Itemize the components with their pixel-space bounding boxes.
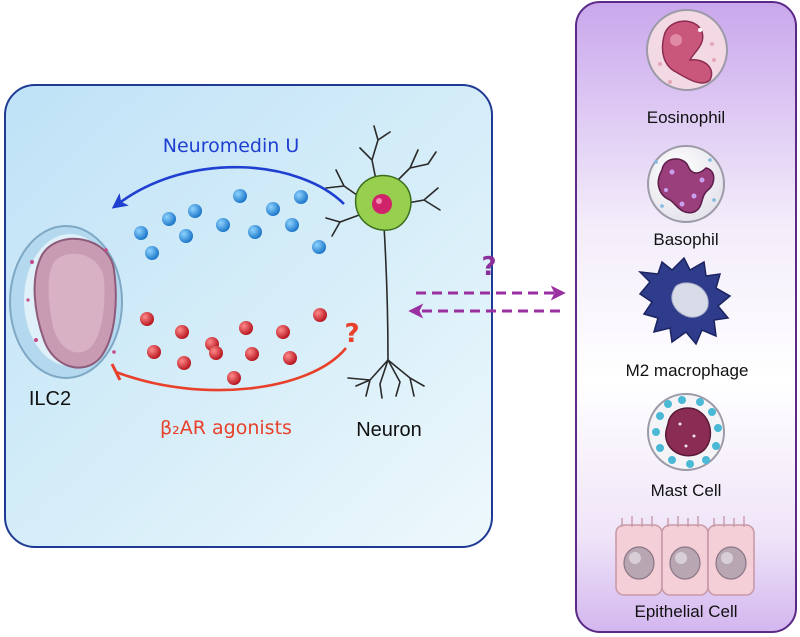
cell-label-m2-macrophage: M2 macrophage xyxy=(626,361,749,380)
macrophage-icon xyxy=(637,256,732,346)
neuromedin-label: Neuromedin U xyxy=(163,135,300,157)
agonist-label: β₂AR agonists xyxy=(160,417,292,439)
eosinophil-icon xyxy=(646,9,728,91)
ilc2-cell-icon xyxy=(9,225,123,379)
agonist-vesicles xyxy=(140,308,327,385)
agonist-inhibition-arrow xyxy=(110,347,348,392)
neuron-soma-icon xyxy=(354,174,412,231)
neuromedin-arrow xyxy=(111,165,345,209)
ilc2-label: ILC2 xyxy=(29,388,71,410)
crosstalk-arrows xyxy=(408,285,566,319)
mast-cell-icon xyxy=(647,393,725,471)
cell-label-basophil: Basophil xyxy=(653,230,718,249)
neuromedin-vesicles xyxy=(134,189,326,260)
cell-label-mast-cell: Mast Cell xyxy=(651,481,722,500)
cell-label-epithelial-cell: Epithelial Cell xyxy=(635,602,738,621)
basophil-icon xyxy=(647,145,725,223)
epithelial-cell-icon xyxy=(615,516,755,596)
unknown-mechanism-red-marker: ? xyxy=(344,319,359,349)
cell-label-eosinophil: Eosinophil xyxy=(647,108,725,127)
neuron-label: Neuron xyxy=(356,419,422,441)
unknown-crosstalk-marker: ? xyxy=(481,252,496,282)
